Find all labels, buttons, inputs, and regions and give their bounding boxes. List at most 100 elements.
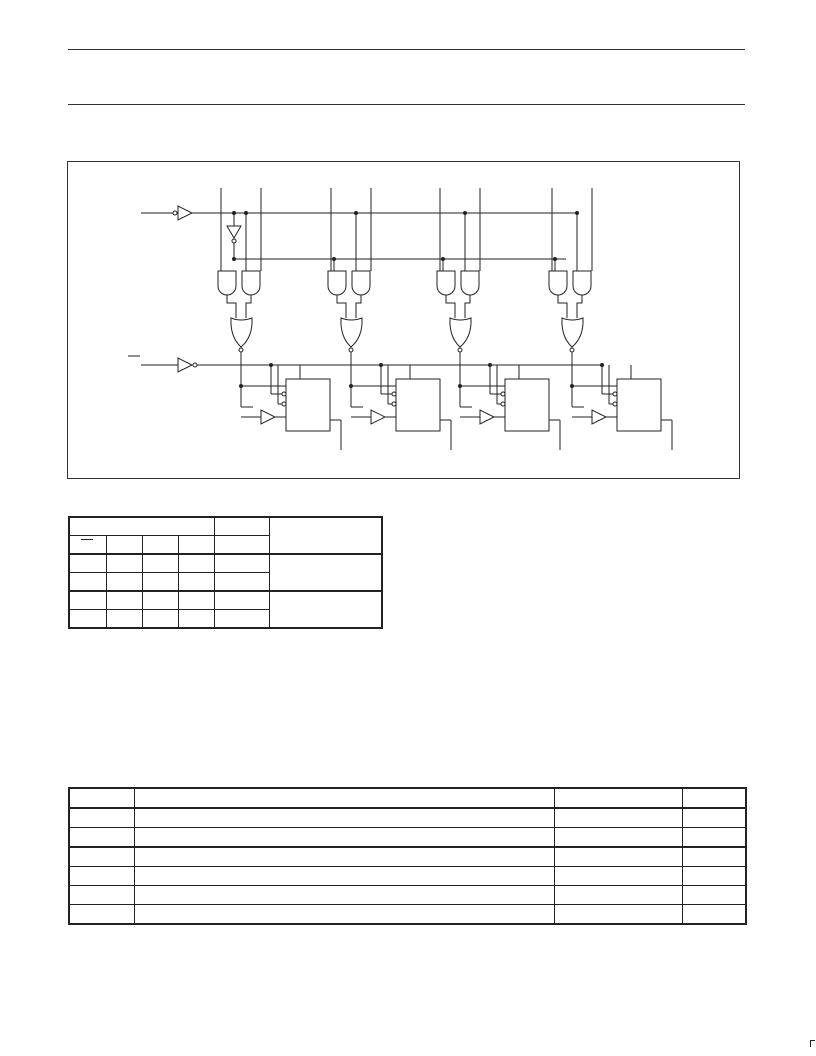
junction-dot: [332, 257, 336, 261]
clock-bubble: [391, 391, 397, 397]
clock-inverter-bubble: [192, 362, 198, 368]
and-gate-a: [548, 270, 568, 296]
pin-table-header-cell: [682, 787, 748, 809]
function-table-cell: [106, 590, 143, 610]
reset-bubble: [281, 401, 287, 407]
reset-bubble: [391, 401, 397, 407]
function-table-cell: [214, 572, 270, 592]
pin-table-cell: [553, 827, 684, 848]
function-table-cell: [214, 590, 270, 610]
pin-table-cell: [553, 866, 684, 886]
reset-bubble: [612, 401, 618, 407]
function-table-cell: [178, 553, 215, 573]
pin-table-cell: [67, 827, 135, 848]
junction-dot: [575, 211, 579, 215]
pin-table-cell: [133, 866, 555, 886]
pin-table-cell: [553, 846, 684, 867]
pin-table-cell: [67, 866, 135, 886]
or-gate: [561, 317, 584, 348]
junction-dot: [441, 257, 445, 261]
and-b-output: [355, 295, 362, 318]
function-table-cell: [178, 590, 215, 610]
function-table-mode-cell: [269, 553, 383, 592]
pin-description-table: [67, 787, 748, 925]
pin-table-cell: [553, 885, 684, 905]
and-a-output: [445, 295, 456, 318]
pin-table-cell: [682, 827, 748, 848]
select-buffer: [177, 205, 194, 221]
and-gate-a: [436, 270, 456, 296]
or-output-bubble: [569, 347, 575, 353]
and-b-output: [464, 295, 471, 318]
pin-table-cell: [67, 904, 135, 925]
and-gate-b: [241, 270, 261, 296]
function-table-cell: [142, 609, 179, 629]
or-output-bubble: [238, 347, 244, 353]
junction-dot: [354, 211, 358, 215]
function-table-cell: [106, 572, 143, 592]
stage-inverter: [260, 409, 277, 425]
function-table-cell: [68, 535, 107, 555]
junction-dot: [463, 211, 467, 215]
or-output-bubble: [348, 347, 354, 353]
pin-table-cell: [682, 866, 748, 886]
function-table-cell: [142, 535, 179, 555]
stage-inverter: [370, 409, 387, 425]
stage-inverter: [479, 409, 496, 425]
pin-table-cell: [133, 885, 555, 905]
pin-table-cell: [67, 807, 135, 828]
function-table-cell: [68, 609, 107, 629]
clock-buffer: [177, 357, 194, 373]
pin-table-cell: [553, 807, 684, 828]
pin-table-cell: [682, 904, 748, 925]
pin-table-cell: [682, 846, 748, 867]
pin-table-cell: [67, 846, 135, 867]
flip-flop-box: [616, 378, 662, 432]
and-a-output: [336, 295, 347, 318]
corner-mark: [810, 1040, 815, 1047]
function-table-cell: [68, 553, 107, 573]
logic-diagram: [67, 161, 740, 479]
clock-bubble: [612, 391, 618, 397]
function-table-cell: [178, 535, 215, 555]
function-table-cell: [142, 590, 179, 610]
flip-flop-box: [504, 378, 550, 432]
pin-table-header-cell: [553, 787, 684, 809]
function-table-cell: [142, 572, 179, 592]
select-inverter-bubble: [172, 210, 178, 216]
function-table-cell: [142, 553, 179, 573]
function-table-cell: [214, 553, 270, 573]
stage-inverter: [591, 409, 608, 425]
function-table: [68, 516, 383, 629]
function-table-cell: [178, 609, 215, 629]
header-top-rule: [68, 49, 745, 50]
pin-table-cell: [682, 807, 748, 828]
function-table-cell: [68, 590, 107, 610]
or-gate: [449, 317, 472, 348]
and-a-output: [226, 295, 237, 318]
pin-table-cell: [133, 904, 555, 925]
function-table-cell: [214, 609, 270, 629]
or-output-bubble: [457, 347, 463, 353]
clock-bubble: [500, 391, 506, 397]
function-table-cell: [106, 609, 143, 629]
function-table-cell: [178, 572, 215, 592]
function-table-header-mode: [269, 516, 383, 555]
pin-table-cell: [682, 885, 748, 905]
junction-dot: [553, 257, 557, 261]
pin-table-cell: [67, 885, 135, 905]
and-b-output: [576, 295, 583, 318]
function-table-mode-cell: [269, 590, 383, 629]
clock-bubble: [281, 391, 287, 397]
select-inverter: [226, 225, 242, 239]
function-table-cell: [106, 553, 143, 573]
stages-group: [217, 188, 673, 450]
function-table-header-output: [214, 516, 270, 536]
and-gate-a: [217, 270, 237, 296]
or-gate: [230, 317, 253, 348]
flip-flop-box: [395, 378, 441, 432]
function-table-cell: [68, 572, 107, 592]
overbar-mark: [81, 539, 93, 540]
or-gate: [340, 317, 363, 348]
pin-table-header-cell: [67, 787, 135, 809]
